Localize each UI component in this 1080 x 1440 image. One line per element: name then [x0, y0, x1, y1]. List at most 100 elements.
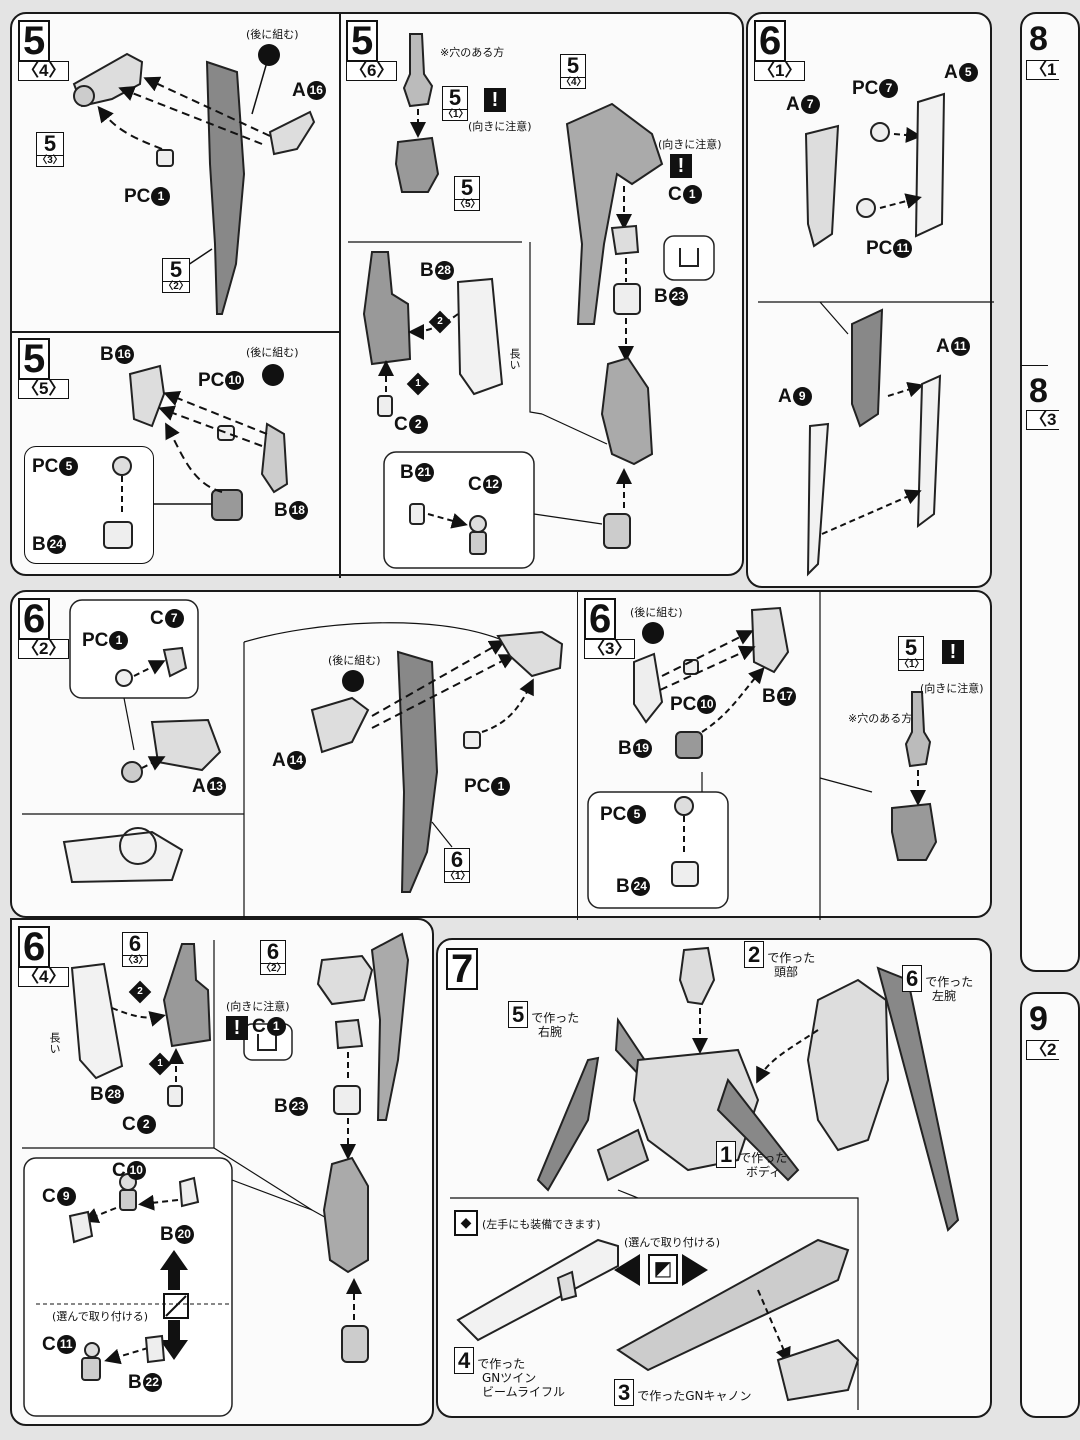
- part-number: 11: [950, 337, 970, 356]
- illustration-step-7: [450, 946, 960, 1410]
- step-number: 5: [346, 20, 379, 62]
- part-letter: B: [128, 1372, 142, 1393]
- ref-step: 1: [716, 1141, 737, 1168]
- part-letter: C: [42, 1186, 56, 1207]
- part-number: 23: [288, 1097, 308, 1116]
- part-number: 17: [776, 687, 796, 706]
- part-number: 28: [104, 1085, 124, 1104]
- note-long: 長い: [508, 348, 521, 370]
- illustration-6-3: [587, 592, 938, 920]
- part-letter: A: [192, 776, 206, 797]
- caution-icon: !: [670, 154, 692, 178]
- note-choose-attach: (選んで取り付ける): [624, 1236, 721, 1249]
- part-number: 11: [893, 239, 913, 258]
- part-name: 右腕: [538, 1025, 563, 1039]
- assemble-later-icon: [642, 622, 664, 644]
- part-letter: PC: [124, 186, 151, 207]
- part-number: 9: [56, 1187, 76, 1206]
- part-number: 20: [174, 1225, 194, 1244]
- part-name: ボディ: [746, 1165, 782, 1179]
- part-number: 18: [288, 501, 308, 520]
- step-ref-5-1: 5〈1〉: [442, 86, 469, 121]
- ref-step: 2: [744, 941, 765, 968]
- ref-step: 5: [566, 53, 580, 78]
- part-number: 10: [126, 1161, 146, 1180]
- part-number: 1: [109, 631, 129, 650]
- note-long: 長い: [48, 1032, 61, 1054]
- part-letter: PC: [852, 78, 879, 99]
- part-letter: PC: [670, 694, 697, 715]
- step-ref-6-1: 6〈1〉: [444, 848, 471, 883]
- assemble-later-icon: [342, 670, 364, 692]
- substep-label-8: 〈1: [1026, 60, 1060, 80]
- note-later: (後に組む): [630, 606, 683, 619]
- part-number: 14: [286, 751, 306, 770]
- ref-substep: 〈1〉: [899, 659, 925, 670]
- section-5-6: [340, 14, 746, 578]
- part-letter: B: [90, 1084, 104, 1105]
- ref-step: 5: [460, 175, 474, 200]
- ref-substep: 〈2〉: [163, 281, 189, 292]
- ref-substep: 〈3〉: [123, 955, 149, 966]
- part-number: 19: [632, 739, 652, 758]
- choose-left-arrow: [614, 1254, 640, 1286]
- part-name: で作ったGNキャノン: [637, 1389, 752, 1403]
- part-letter: B: [160, 1224, 174, 1245]
- substep-label: 〈6〉: [346, 61, 398, 81]
- part-letter: C: [150, 608, 164, 629]
- part-letter: PC: [866, 238, 893, 259]
- part-letter: B: [274, 500, 288, 521]
- swap-hands-icon: ◆: [454, 1210, 478, 1236]
- note-later: (後に組む): [246, 28, 299, 41]
- part-number: 12: [482, 475, 502, 494]
- order-step-2-icon: 2: [128, 980, 152, 1004]
- made-in-text: で作った: [925, 975, 974, 989]
- part-letter: B: [616, 876, 630, 897]
- part-number: 7: [164, 609, 184, 628]
- substep-label: 〈3〉: [584, 639, 636, 659]
- step-number: 5: [18, 338, 51, 380]
- illustration-6-1: [758, 92, 994, 577]
- note-choose-attach: (選んで取り付ける): [52, 1310, 149, 1323]
- made-in-text: で作った: [531, 1011, 580, 1025]
- step-number-8b: 8: [1029, 372, 1048, 410]
- part-letter: C: [394, 414, 408, 435]
- illustration-5-6: [348, 33, 715, 569]
- part-number: 16: [114, 345, 134, 364]
- substep-label: 〈1〉: [754, 61, 806, 81]
- substep-label: 〈5〉: [18, 379, 70, 399]
- part-letter: B: [100, 344, 114, 365]
- step-ref-5-5: 5〈5〉: [454, 175, 481, 211]
- part-letter: B: [654, 286, 668, 307]
- ref-step: 5: [43, 131, 57, 156]
- part-letter: A: [936, 336, 950, 357]
- order-step-1-icon: 1: [406, 372, 430, 396]
- ref-step: 6: [902, 965, 923, 992]
- step-ref-5-4: 5〈4〉: [560, 53, 587, 89]
- note-later: (後に組む): [246, 346, 299, 359]
- part-letter: C: [252, 1016, 266, 1037]
